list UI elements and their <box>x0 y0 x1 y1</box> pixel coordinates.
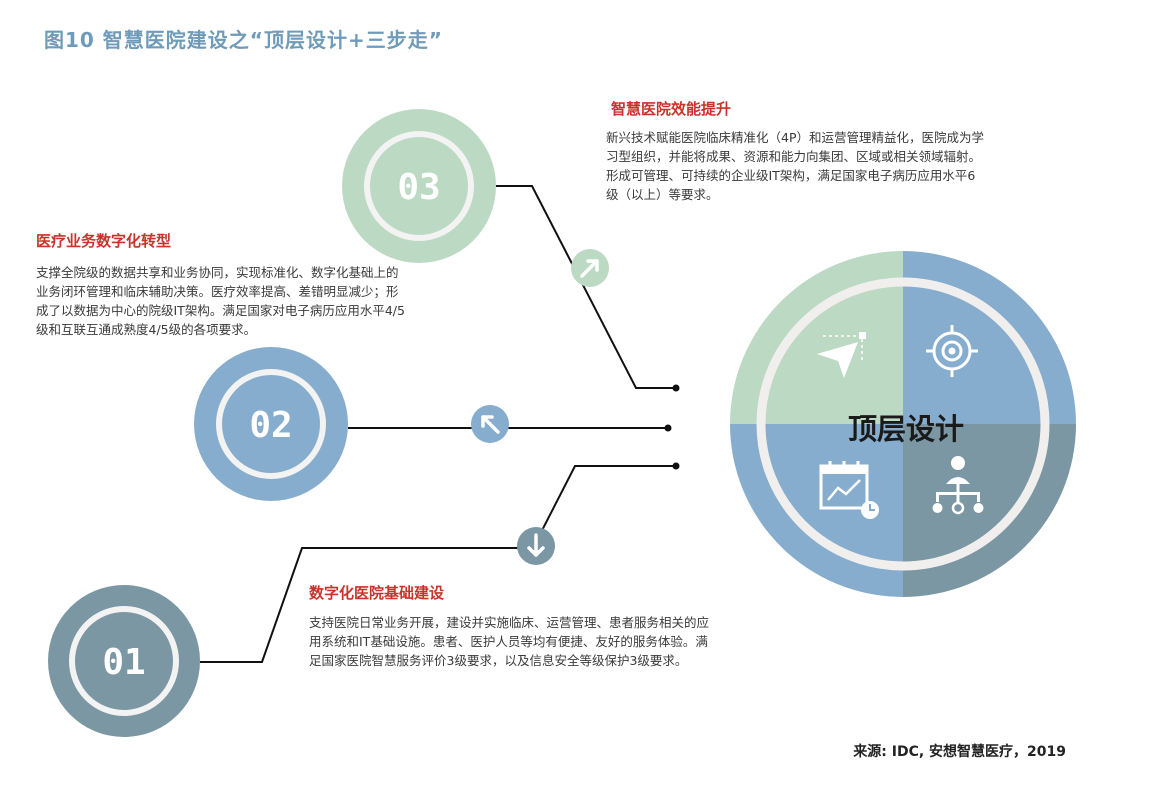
center-label: 顶层设计 <box>848 412 964 446</box>
step-description-02: 支撑全院级的数据共享和业务协同，实现标准化、数字化基础上的 业务闭环管理和临床辅… <box>36 263 405 339</box>
connector-dots <box>664 384 680 470</box>
description-line: 支撑全院级的数据共享和业务协同，实现标准化、数字化基础上的 <box>36 265 399 280</box>
step-circle-03: 03 <box>342 109 496 263</box>
description-line: 足国家医院智慧服务评价3级要求，以及信息安全等级保护3级要求。 <box>309 653 688 668</box>
quadrant-blue-top <box>903 251 1076 424</box>
connector-01 <box>200 465 676 663</box>
description-line: 级（以上）等要求。 <box>606 187 719 202</box>
source-note: 来源: IDC, 安想智慧医疗，2019 <box>853 744 1066 760</box>
step-heading-03: 智慧医院效能提升 <box>611 100 732 118</box>
arrow-up-right-icon <box>571 249 609 287</box>
quadrant-green <box>730 251 903 424</box>
description-line: 新兴技术赋能医院临床精准化（4P）和运营管理精益化，医院成为学 <box>606 130 984 145</box>
figure-title: 图10 智慧医院建设之“顶层设计+三步走” <box>44 28 443 52</box>
chart-calendar-icon <box>819 461 879 519</box>
connector-dot-02 <box>664 424 672 432</box>
paper-plane-icon <box>817 332 866 378</box>
quadrant-slate <box>903 424 1076 597</box>
top-level-design-circle: 顶层设计 <box>730 251 1076 597</box>
description-line: 级和互联互通成熟度4/5级的各项要求。 <box>36 322 257 337</box>
description-line: 业务闭环管理和临床辅助决策。医疗效率提高、差错明显减少；形 <box>36 284 399 299</box>
description-line: 用系统和IT基础设施。患者、医护人员等均有便捷、友好的服务体验。满 <box>309 634 708 649</box>
description-line: 成了以数据为中心的院级IT架构。满足国家对电子病历应用水平4/5 <box>36 303 405 318</box>
arrow-down-icon <box>517 527 555 565</box>
step-description-03: 新兴技术赋能医院临床精准化（4P）和运营管理精益化，医院成为学 习型组织，并能将… <box>606 128 984 204</box>
step-number-02: 02 <box>249 405 292 446</box>
org-hierarchy-icon <box>932 456 984 515</box>
step-number-03: 03 <box>397 167 440 208</box>
connector-03 <box>496 185 676 389</box>
arrow-up-left-icon <box>471 405 509 443</box>
step-number-01: 01 <box>102 642 145 683</box>
connector-dot-01 <box>672 462 680 470</box>
step-circle-01: 01 <box>48 585 200 737</box>
description-line: 支持医院日常业务开展，建设并实施临床、运营管理、患者服务相关的应 <box>309 615 710 630</box>
description-line: 形成可管理、可持续的企业级IT架构，满足国家电子病历应用水平6 <box>606 168 976 183</box>
description-line: 习型组织，并能将成果、资源和能力向集团、区域或相关领域辐射。 <box>606 149 982 164</box>
step-heading-02: 医疗业务数字化转型 <box>36 232 172 250</box>
connector-dot-03 <box>672 384 680 392</box>
step-description-01: 支持医院日常业务开展，建设并实施临床、运营管理、患者服务相关的应 用系统和IT基… <box>309 613 709 670</box>
step-heading-01: 数字化医院基础建设 <box>309 584 445 602</box>
step-circle-02: 02 <box>194 347 348 501</box>
target-icon <box>926 325 978 377</box>
